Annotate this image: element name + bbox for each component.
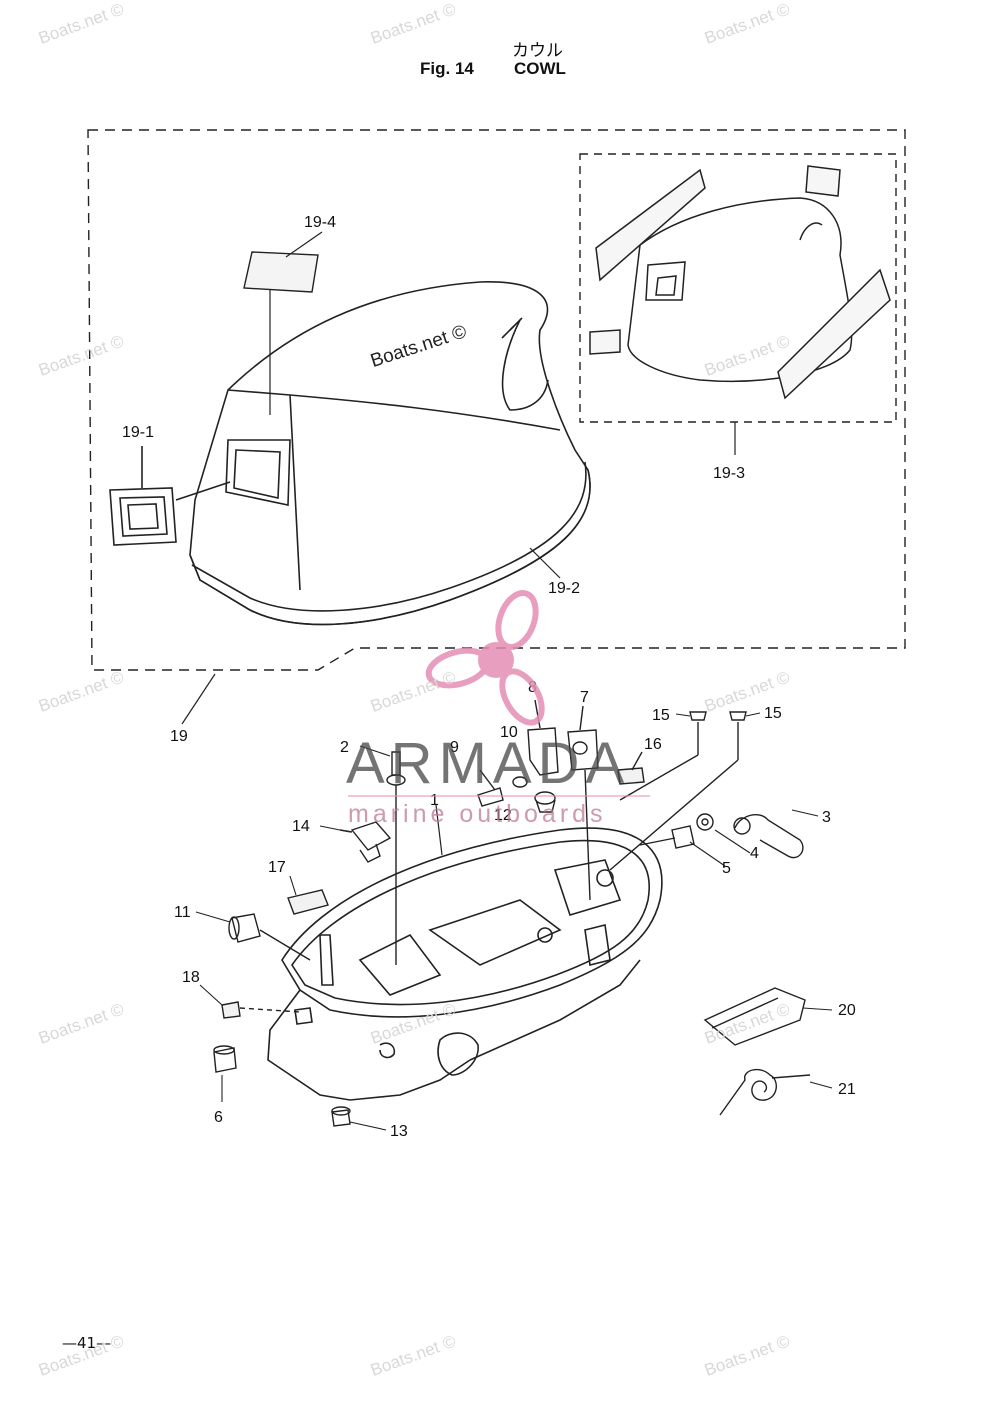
item-19-boundary — [87, 129, 906, 671]
callout-1: 1 — [430, 792, 439, 809]
callout-19-4: 19-4 — [304, 214, 336, 231]
item-19-3-boundary — [579, 153, 897, 423]
propeller-logo-icon — [425, 590, 545, 726]
decal-19-4 — [243, 251, 319, 293]
callout-13: 13 — [390, 1123, 408, 1140]
callout-19-3: 19-3 — [713, 465, 745, 482]
callout-6: 6 — [214, 1109, 223, 1126]
figure-label: Fig. 14 — [420, 59, 474, 78]
callout-19: 19 — [170, 728, 188, 745]
callout-3: 3 — [822, 809, 831, 826]
decal-set-cowl-19-3 — [589, 165, 891, 400]
callout-4: 4 — [750, 845, 759, 862]
callout-21: 21 — [838, 1081, 856, 1098]
logo-tagline: marine outboards — [348, 800, 607, 828]
page-number: —41— — [62, 1334, 112, 1352]
page-title: COWL — [514, 59, 566, 78]
callout-19-1: 19-1 — [122, 424, 154, 441]
callout-15b: 15 — [764, 705, 782, 722]
callout-20: 20 — [838, 1002, 856, 1019]
callout-19-2: 19-2 — [548, 580, 580, 597]
callout-2: 2 — [340, 739, 349, 756]
callout-14: 14 — [292, 818, 310, 835]
top-cowl — [189, 281, 591, 626]
callout-7: 7 — [580, 689, 589, 706]
bottom-cowl — [267, 827, 663, 1101]
callout-16: 16 — [644, 736, 662, 753]
callout-11: 11 — [174, 904, 191, 921]
callout-9: 9 — [450, 739, 459, 756]
callout-10: 10 — [500, 724, 518, 741]
small-parts — [213, 699, 811, 1127]
callout-12: 12 — [494, 807, 512, 824]
window-grommet-19-1 — [109, 446, 231, 546]
callout-18: 18 — [182, 969, 200, 986]
logo-wordmark: ARMADA — [346, 731, 631, 796]
leader-lines — [195, 712, 833, 1131]
title-japanese: カウル — [512, 41, 563, 61]
callout-5: 5 — [722, 860, 731, 877]
callout-15a: 15 — [652, 707, 670, 724]
callout-17: 17 — [268, 859, 286, 876]
